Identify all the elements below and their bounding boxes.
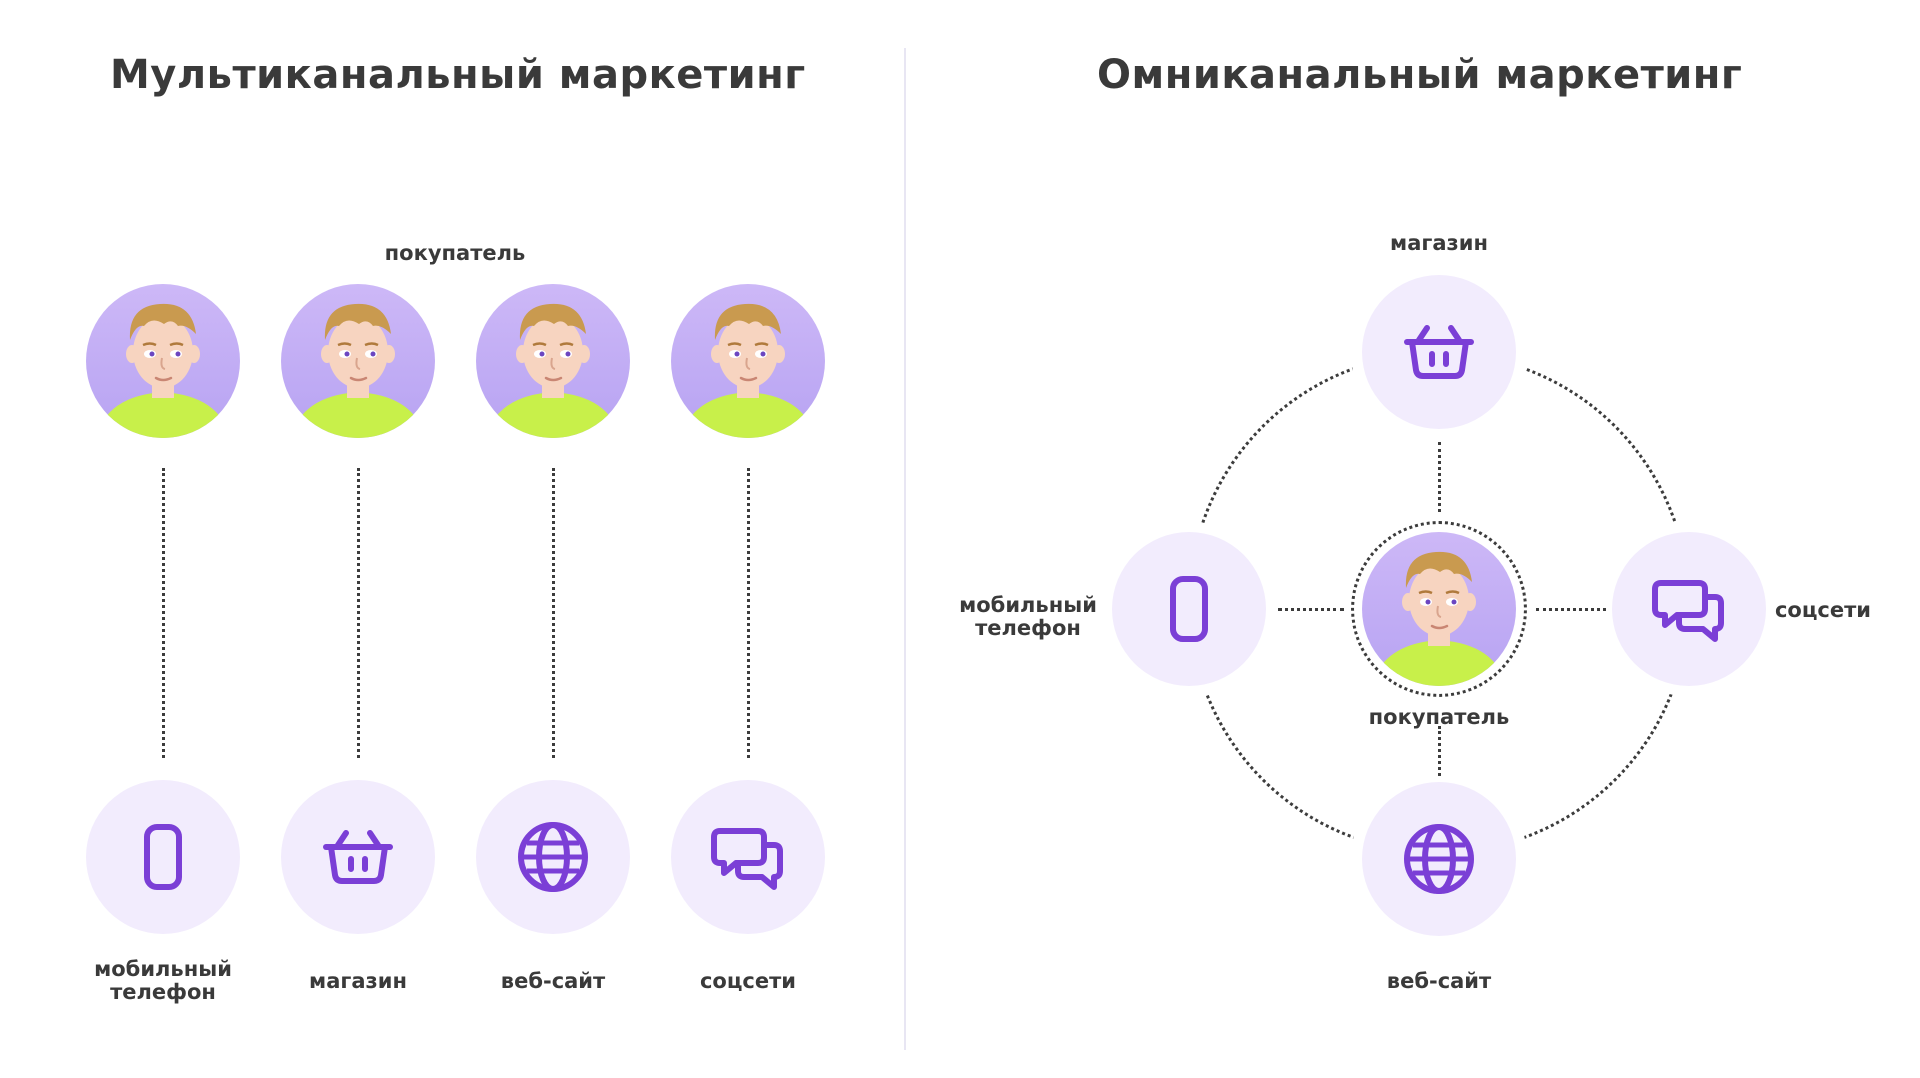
basket-icon [316, 815, 400, 899]
omni-label-store: магазин [1390, 231, 1488, 255]
chat-icon [706, 815, 790, 899]
channel-label-store: магазин [309, 969, 407, 993]
phone-icon [123, 817, 203, 897]
spoke-left [1278, 608, 1344, 611]
spoke-right [1536, 608, 1606, 611]
customer-avatar-3 [476, 284, 630, 438]
section-divider [904, 48, 906, 1050]
channel-label-social: соцсети [699, 969, 797, 993]
omni-node-store [1362, 275, 1516, 429]
omni-label-phone: мобильный телефон [959, 593, 1097, 640]
omnichannel-title: Омниканальный маркетинг [1097, 52, 1743, 98]
channel-store [281, 780, 435, 934]
connector-line-2 [357, 468, 360, 758]
customer-ring [1351, 521, 1527, 697]
spoke-top [1438, 442, 1441, 512]
chat-icon [1647, 567, 1731, 651]
multichannel-customer-label: покупатель [384, 241, 526, 265]
channel-social [671, 780, 825, 934]
customer-avatar-1 [86, 284, 240, 438]
basket-icon [1397, 310, 1481, 394]
omni-node-phone [1112, 532, 1266, 686]
spoke-bottom [1438, 726, 1441, 776]
omni-node-website [1362, 782, 1516, 936]
phone-icon [1149, 569, 1229, 649]
omni-label-website: веб-сайт [1386, 969, 1492, 993]
channel-website [476, 780, 630, 934]
globe-icon [511, 815, 595, 899]
globe-icon [1397, 817, 1481, 901]
omni-customer-avatar [1362, 532, 1516, 686]
connector-line-3 [552, 468, 555, 758]
channel-phone [86, 780, 240, 934]
omni-node-social [1612, 532, 1766, 686]
connector-line-4 [747, 468, 750, 758]
channel-label-phone: мобильный телефон [94, 957, 232, 1004]
omni-label-customer: покупатель [1368, 705, 1510, 729]
channel-label-website: веб-сайт [500, 969, 606, 993]
multichannel-title: Мультиканальный маркетинг [110, 52, 806, 98]
omni-label-social: соцсети [1774, 598, 1872, 622]
customer-avatar-2 [281, 284, 435, 438]
customer-avatar-4 [671, 284, 825, 438]
connector-line-1 [162, 468, 165, 758]
